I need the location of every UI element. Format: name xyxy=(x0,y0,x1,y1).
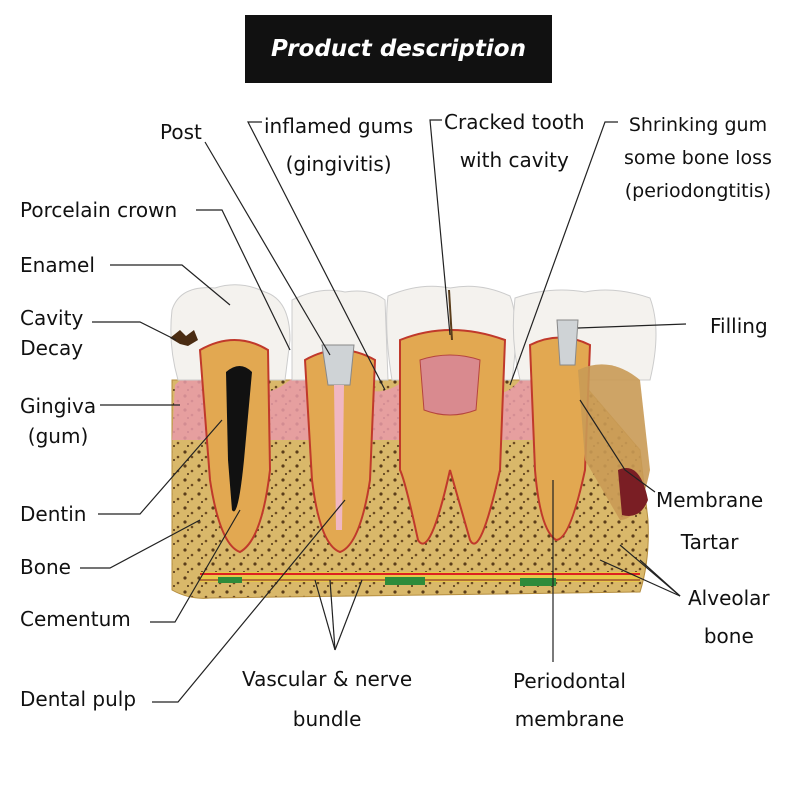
label-dentin: Dentin xyxy=(20,502,87,526)
label-bone: Bone xyxy=(20,555,71,579)
page-title: Product description xyxy=(271,36,526,62)
label-gingiva: Gingiva (gum) xyxy=(20,394,97,448)
tooth-3-pulp xyxy=(419,354,481,416)
metal-post xyxy=(321,344,355,386)
label-cementum: Cementum xyxy=(20,607,131,631)
label-shrinking-gum: Shrinking gum some bone loss (periodongt… xyxy=(624,114,772,202)
label-filling: Filling xyxy=(710,314,768,338)
label-cracked-tooth: Cracked tooth with cavity xyxy=(444,110,585,172)
label-cavity-decay: Cavity Decay xyxy=(20,306,84,360)
label-periodontal-membrane: Periodontal membrane xyxy=(513,669,626,731)
title-banner: Product description xyxy=(245,15,552,83)
label-porcelain-crown: Porcelain crown xyxy=(20,198,178,222)
cavity-decay-mark xyxy=(170,330,198,346)
tooth-1-pulp xyxy=(226,366,252,512)
label-inflamed-gums: inflamed gums (gingivitis) xyxy=(264,114,414,176)
label-post: Post xyxy=(160,120,202,144)
label-enamel: Enamel xyxy=(20,253,95,277)
label-membrane-tartar: Membrane Tartar xyxy=(656,488,764,554)
leader-lines xyxy=(80,119,687,703)
filling-insert xyxy=(556,319,579,366)
label-alveolar-bone: Alveolar bone xyxy=(688,586,770,648)
label-vascular-nerve: Vascular & nerve bundle xyxy=(242,667,413,731)
label-dental-pulp: Dental pulp xyxy=(20,687,137,711)
